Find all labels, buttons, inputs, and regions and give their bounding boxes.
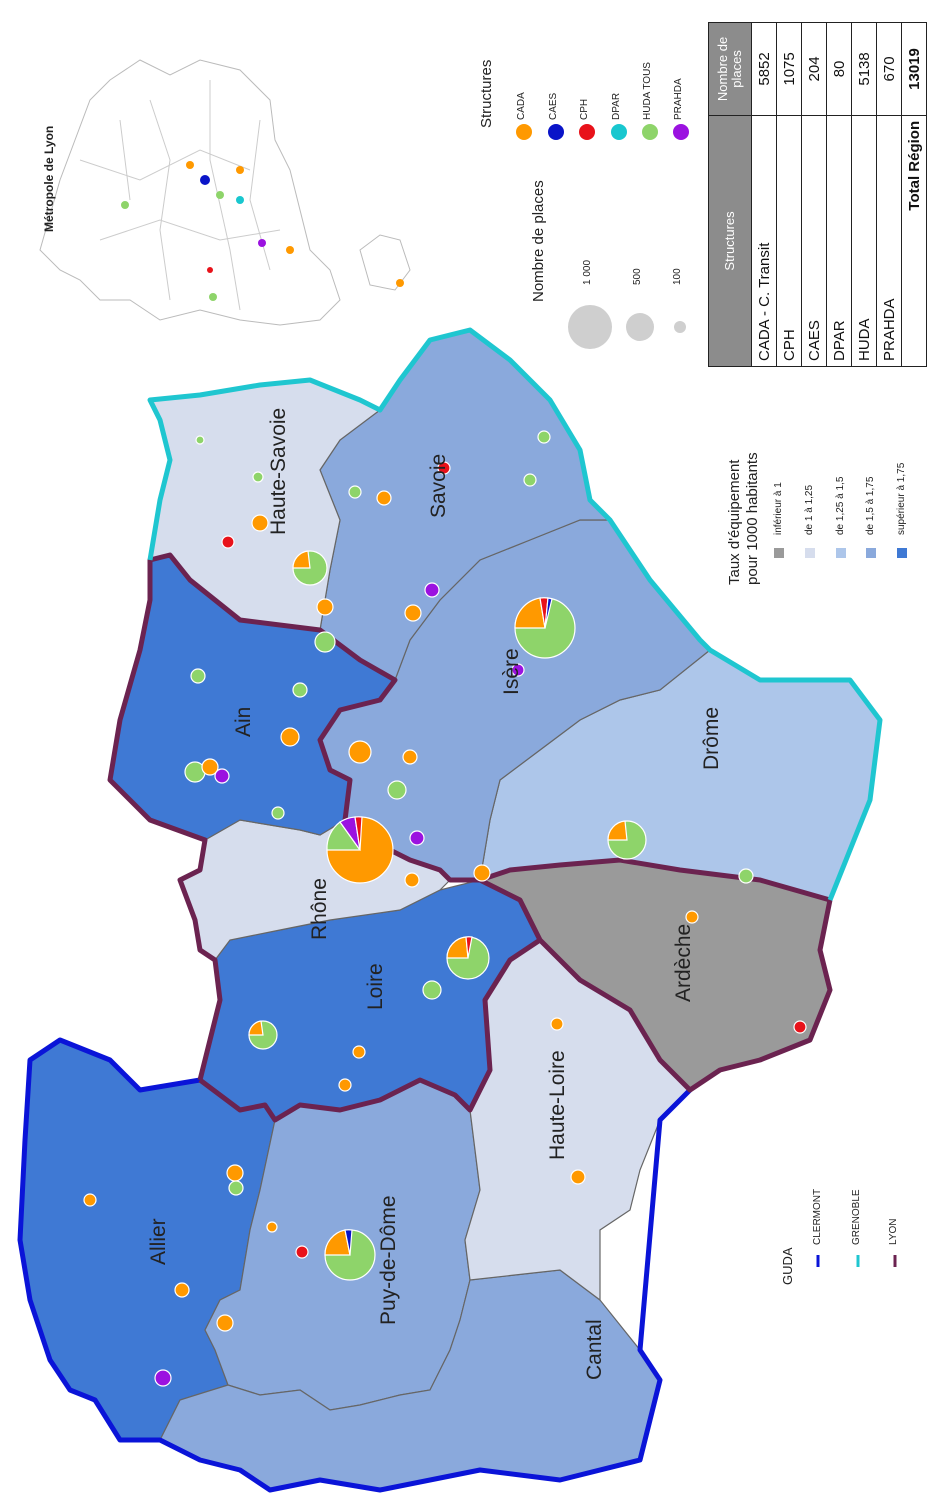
legend-guda-swatches — [816, 1255, 897, 1267]
legend-guda-label: CLERMONT — [812, 1188, 823, 1245]
legend-rate-label: supérieur à 1,75 — [896, 462, 907, 535]
table-cell-structure: HUDA — [851, 115, 877, 367]
legend-rate-swatches — [774, 548, 907, 558]
legend-structures-title: Structures — [478, 59, 495, 128]
table-cell-structure: CADA - C. Transit — [751, 115, 777, 367]
inset-metropole-lyon — [39, 59, 411, 326]
table-header-places: Nombre de places — [708, 22, 752, 116]
table-header-places-line2: places — [729, 50, 744, 88]
legend-structure-label: CPH — [579, 98, 590, 120]
inset-title: Métropole de Lyon — [42, 125, 56, 232]
table-header-row: Structures Nombre de places — [708, 22, 752, 367]
dept-label-savoie: Savoie — [427, 453, 450, 518]
guda-clermont-border — [17, 1037, 692, 1493]
summary-table-box: Structures Nombre de places CADA - C. Tr… — [708, 22, 927, 367]
legend-rate-label: de 1,25 à 1,5 — [835, 476, 846, 535]
table-header-places-line1: Nombre de — [715, 36, 730, 102]
guda-borders — [17, 327, 883, 1493]
dept-label-rhone: Rhône — [308, 878, 331, 940]
legend-structure-label: CAES — [548, 92, 559, 120]
table-cell-places: 5852 — [751, 22, 777, 116]
legend-structure-label: DPAR — [611, 92, 622, 120]
legend-size-label: 500 — [632, 268, 643, 285]
dept-label-puy-de-dome: Puy-de-Dôme — [377, 1195, 400, 1325]
table-cell-places: 1075 — [776, 22, 802, 116]
table-cell-structure: CAES — [801, 115, 827, 367]
legend-guda-label: LYON — [888, 1218, 899, 1246]
legend-rate-title-line2: pour 1000 habitants — [744, 452, 761, 585]
table-cell-structure: DPAR — [826, 115, 852, 367]
summary-table-wrap: Structures Nombre de places CADA - C. Tr… — [708, 22, 927, 367]
pie-clermont — [324, 1229, 376, 1281]
table-cell-places: 5138 — [851, 22, 877, 116]
table-total-places: 13019 — [901, 22, 927, 116]
guda-lyon-border — [107, 552, 833, 1123]
legend-rate-label: inférieur à 1 — [773, 482, 784, 535]
pie-st-etienne — [446, 936, 490, 980]
table-cell-places: 80 — [826, 22, 852, 116]
guda-grenoble-border — [147, 327, 883, 901]
dept-label-haute-savoie: Haute-Savoie — [267, 407, 290, 535]
legend-structure-label: PRAHDA — [673, 78, 684, 120]
legend-structure-label: CADA — [516, 92, 527, 120]
legend-guda-title: GUDA — [780, 1247, 795, 1285]
table-cell-structure: PRAHDA — [876, 115, 902, 367]
table-header-structures: Structures — [708, 115, 752, 367]
legend-structure-label: HUDA TOUS — [642, 62, 653, 120]
dept-label-cantal: Cantal — [583, 1319, 606, 1380]
table-cell-places: 670 — [876, 22, 902, 116]
pie-lyon — [326, 816, 394, 884]
legend-rate-label: de 1 à 1,25 — [804, 484, 815, 535]
summary-table: Structures Nombre de places CADA - C. Tr… — [708, 22, 927, 367]
legend-size-label: 100 — [672, 268, 683, 285]
dept-label-haute-loire: Haute-Loire — [546, 1050, 569, 1160]
pie-annecy — [292, 550, 328, 586]
legend-rate-label: de 1,5 à 1,75 — [865, 476, 876, 535]
dept-label-loire: Loire — [364, 963, 387, 1010]
table-total-label: Total Région — [901, 115, 927, 367]
structure-markers — [83, 430, 807, 1387]
legend-size-title: Nombre de places — [530, 180, 547, 302]
legend-size-label: 1 000 — [582, 259, 593, 285]
pie-grenoble — [514, 597, 576, 659]
pie-valence — [607, 820, 647, 860]
dept-label-ardeche: Ardèche — [672, 923, 695, 1002]
legend-size-circles — [568, 305, 686, 349]
dept-label-isere: Isère — [500, 648, 523, 695]
dept-label-ain: Ain — [232, 706, 255, 737]
legend-rate-title-line1: Taux d'équipement — [726, 459, 743, 585]
dept-label-allier: Allier — [147, 1218, 170, 1265]
pie-roanne — [248, 1020, 278, 1050]
legend-guda-label: GRENOBLE — [851, 1189, 862, 1245]
dept-label-drome: Drôme — [700, 706, 723, 770]
table-cell-structure: CPH — [776, 115, 802, 367]
legend-structure-swatches — [516, 124, 689, 140]
table-cell-places: 204 — [801, 22, 827, 116]
